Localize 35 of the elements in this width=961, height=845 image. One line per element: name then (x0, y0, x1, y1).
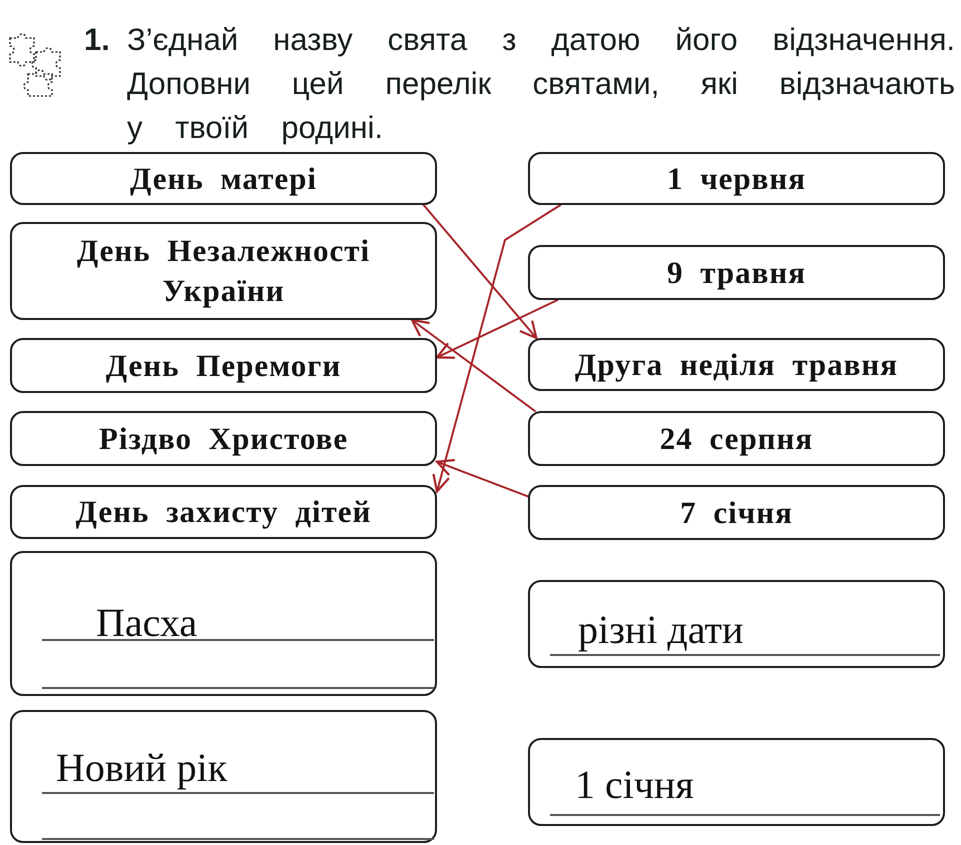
holiday-name: День матері (130, 160, 317, 198)
rounded-box (10, 551, 437, 696)
arrow (436, 299, 558, 359)
handwritten-answer: різні дати (578, 608, 744, 652)
rounded-box (528, 338, 945, 391)
rounded-box (10, 485, 437, 539)
date-text: 7 січня (680, 494, 793, 532)
arrow (436, 458, 529, 498)
date-text: 9 травня (667, 254, 806, 292)
holiday-name: Різдво Христове (98, 420, 348, 458)
date-text: 1 червня (666, 160, 806, 198)
handwritten-answer: Новий рік (56, 746, 228, 790)
rounded-box (528, 152, 945, 205)
rounded-box (10, 338, 437, 393)
rounded-box (528, 738, 945, 826)
date-text: 24 серпня (660, 420, 814, 458)
rounded-box (528, 411, 945, 466)
instruction-text: З’єднай назву свята з датою його відзначення. Доповни цей перелік святами, які відзначають у твоїй родині. (127, 21, 955, 147)
rounded-box (528, 245, 945, 300)
holiday-name: День Незалежності України (76, 232, 372, 310)
handwritten-answer: Пасха (96, 601, 198, 645)
rounded-box (528, 485, 945, 540)
date-text: Друга неділя травня (574, 346, 898, 384)
task-number: 1. (84, 21, 110, 59)
arrow (432, 204, 562, 493)
handwritten-answer: 1 січня (575, 763, 694, 807)
holiday-name: День Перемоги (106, 346, 342, 385)
rounded-box (10, 152, 437, 205)
rounded-box (10, 222, 437, 320)
rounded-box (528, 580, 945, 668)
arrow (410, 318, 536, 412)
arrow (422, 204, 538, 340)
holiday-name: День захисту дітей (76, 493, 372, 531)
rounded-box (10, 710, 437, 843)
rounded-box (10, 411, 437, 466)
